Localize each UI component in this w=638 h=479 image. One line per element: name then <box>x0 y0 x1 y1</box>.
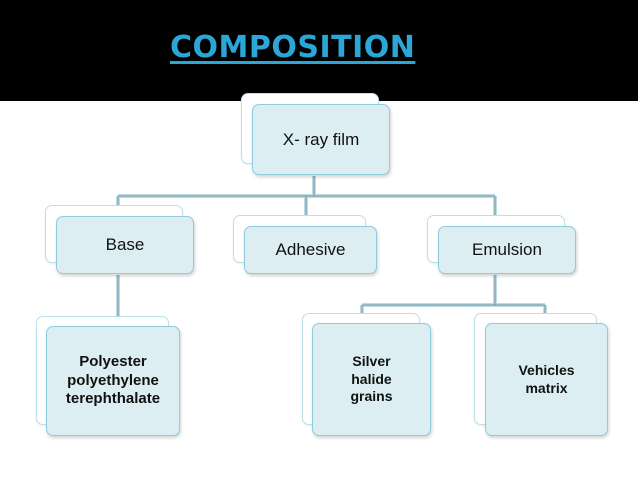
node-label-silver-halide: Silver halide grains <box>350 353 393 405</box>
node-adhesive: Adhesive <box>233 215 378 275</box>
node-front-panel: Adhesive <box>244 226 377 274</box>
node-base: Base <box>45 205 195 275</box>
title-bar: COMPOSITION <box>0 0 638 101</box>
node-front-panel: Emulsion <box>438 226 576 274</box>
node-label-vehicles-matrix: Vehicles matrix <box>518 362 575 396</box>
node-emulsion: Emulsion <box>427 215 577 275</box>
node-label-adhesive: Adhesive <box>275 240 346 260</box>
node-label-polyester: Polyester polyethylene terephthalate <box>65 352 161 408</box>
node-xray-film: X- ray film <box>241 93 391 176</box>
node-front-panel: Silver halide grains <box>312 323 431 436</box>
node-front-panel: Polyester polyethylene terephthalate <box>46 326 180 436</box>
node-front-panel: X- ray film <box>252 104 390 175</box>
node-label-xray-film: X- ray film <box>282 129 360 149</box>
node-front-panel: Vehicles matrix <box>485 323 608 436</box>
node-front-panel: Base <box>56 216 194 274</box>
node-vehicles-matrix: Vehicles matrix <box>474 313 609 437</box>
node-label-emulsion: Emulsion <box>472 240 542 260</box>
node-polyester: Polyester polyethylene terephthalate <box>36 316 181 437</box>
page-title: COMPOSITION <box>170 30 416 65</box>
node-label-base: Base <box>105 235 145 255</box>
node-silver-halide: Silver halide grains <box>302 313 432 437</box>
